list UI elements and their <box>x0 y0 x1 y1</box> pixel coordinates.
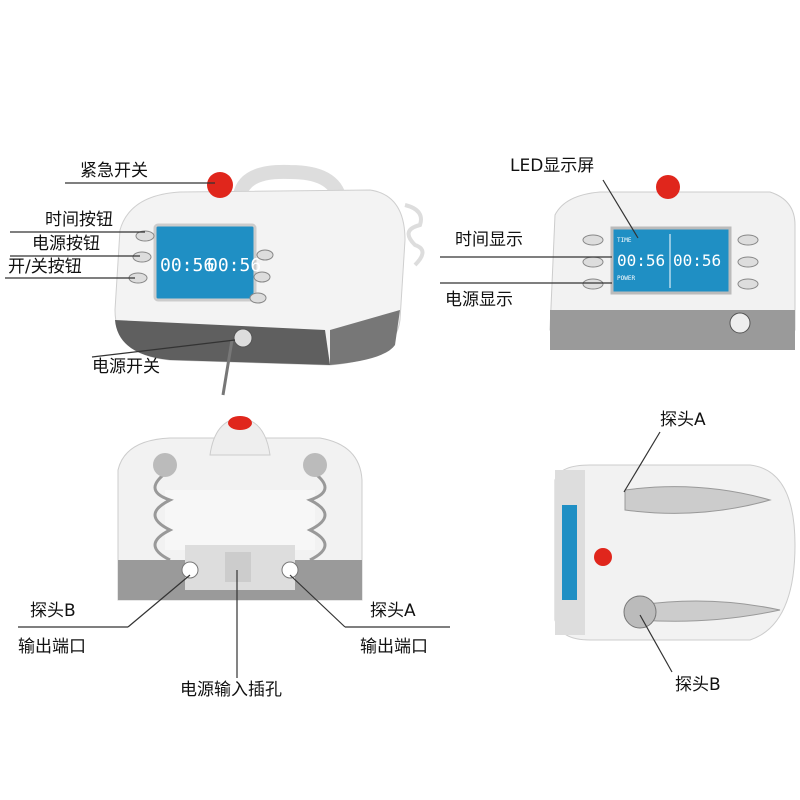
label-probe-b-top: 探头B <box>675 675 721 695</box>
label-output-port-b: 输出端口 <box>18 637 86 657</box>
label-power-input-jack: 电源输入插孔 <box>180 680 282 700</box>
label-probe-a-top: 探头A <box>660 410 706 430</box>
label-emergency-switch: 紧急开关 <box>80 161 148 181</box>
label-on-off-button: 开/关按钮 <box>8 257 82 277</box>
device-back <box>117 416 363 601</box>
svg-text:00:56: 00:56 <box>207 255 261 276</box>
device-front-angle: 00:56 00:56 <box>114 164 425 396</box>
svg-text:00:56: 00:56 <box>673 251 721 270</box>
label-time-button: 时间按钮 <box>45 210 113 230</box>
svg-text:TIME: TIME <box>617 237 632 244</box>
label-time-display: 时间显示 <box>455 230 523 250</box>
label-probe-b-back: 探头B <box>30 601 76 621</box>
label-power-display: 电源显示 <box>445 290 513 310</box>
time-display: 00:56 <box>617 251 665 270</box>
svg-text:POWER: POWER <box>617 275 635 282</box>
label-power-switch: 电源开关 <box>92 357 160 377</box>
label-probe-a-back: 探头A <box>370 601 416 621</box>
svg-text:00:56: 00:56 <box>160 255 214 276</box>
device-front: 00:56 00:56 TIME POWER <box>549 175 796 350</box>
label-led-screen: LED显示屏 <box>510 156 595 176</box>
label-output-port-a: 输出端口 <box>360 637 428 657</box>
label-power-button: 电源按钮 <box>32 234 100 254</box>
device-top <box>554 464 796 641</box>
leader-lines <box>5 179 673 678</box>
